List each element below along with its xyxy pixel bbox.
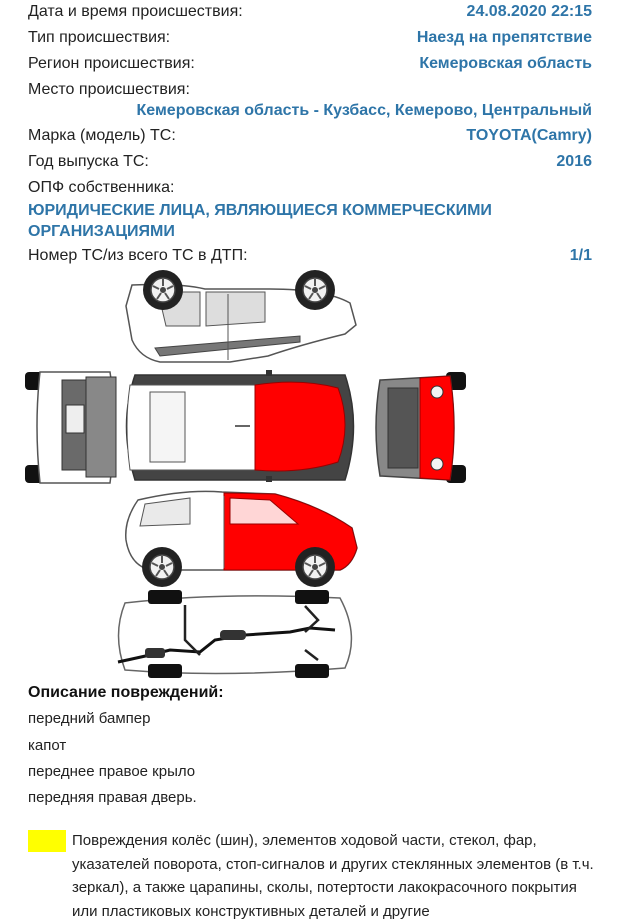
underbody-tire-front-top (295, 590, 329, 604)
top-view-roof (126, 384, 256, 471)
damage-item: передний бампер (28, 710, 151, 727)
rear-view-right-tire (25, 465, 45, 483)
damage-item: передняя правая дверь. (28, 789, 197, 806)
front-view-body (375, 375, 455, 481)
number-value: 1/1 (569, 247, 592, 264)
damage-item: переднее правое крыло (28, 763, 196, 780)
underbody-outline (117, 595, 353, 675)
right-side-front-damaged (223, 492, 358, 571)
top-view-hood-damaged (254, 381, 346, 472)
underbody-rear-muffler (145, 648, 165, 658)
damage-item: капот (28, 737, 67, 754)
front-view-bottom-tire (446, 465, 466, 483)
right-side-window-front (229, 497, 300, 525)
left-rear-wheel (142, 269, 184, 311)
damage-title: Описание повреждений: (28, 684, 224, 701)
rear-view-plate (65, 404, 85, 434)
front-view-headlight-top (430, 385, 444, 399)
brand-value: TOYOTA(Camry) (466, 127, 592, 144)
info-row-datetime: Дата и время происшествия: 24.08.2020 22… (28, 3, 592, 25)
type-value: Наезд на препятствие (416, 29, 592, 46)
underbody-front-suspension (304, 605, 320, 661)
place-label: Место происшествия: (28, 81, 190, 98)
number-label: Номер ТС/из всего ТС в ДТП: (28, 247, 248, 264)
car-underbody-view (117, 590, 353, 678)
info-row-number: Номер ТС/из всего ТС в ДТП: 1/1 (28, 247, 592, 269)
info-row-type: Тип происшествия: Наезд на препятствие (28, 29, 592, 51)
car-right-side-view (125, 490, 358, 588)
car-front-view (375, 372, 466, 483)
front-view-windshield (387, 387, 419, 469)
region-value: Кемеровская область (419, 55, 592, 72)
rear-view-window (61, 379, 106, 471)
underbody-rear-axle (183, 605, 201, 656)
year-label: Год выпуска ТС: (28, 153, 149, 170)
legend-text: Повреждения колёс (шин), элементов ходов… (72, 832, 594, 920)
left-side-window-rear (157, 291, 201, 327)
right-rear-wheel (141, 546, 183, 588)
rear-view-body (36, 371, 115, 484)
underbody-exhaust (117, 626, 336, 664)
car-rear-view (25, 371, 117, 484)
right-side-window-rear (139, 497, 191, 527)
left-side-window-front (205, 291, 266, 327)
type-label: Тип происшествия: (28, 29, 171, 46)
owner-label: ОПФ собственника: (28, 179, 175, 196)
underbody-tire-rear-top (148, 590, 182, 604)
car-top-view (125, 370, 355, 482)
region-label: Регион происшествия: (28, 55, 195, 72)
top-view-outline (125, 374, 355, 481)
legend-yellow-swatch (28, 830, 66, 852)
info-row-year: Год выпуска ТС: 2016 (28, 153, 592, 175)
rear-view-left-tire (25, 372, 45, 390)
info-row-region: Регион происшествия: Кемеровская область (28, 55, 592, 77)
underbody-muffler (220, 630, 246, 640)
top-view-windshield-rear (149, 391, 186, 463)
top-view-front-mirror (266, 476, 272, 482)
right-front-wheel (294, 546, 336, 588)
brand-label: Марка (модель) ТС: (28, 127, 176, 144)
left-side-body (125, 283, 357, 363)
left-side-sill (154, 335, 301, 357)
car-left-side-view (125, 269, 357, 363)
owner-value: ЮРИДИЧЕСКИЕ ЛИЦА, ЯВЛЯЮЩИЕСЯ КОММЕРЧЕСКИ… (28, 202, 492, 240)
rear-view-bumper (85, 376, 117, 478)
right-side-body (125, 490, 358, 571)
underbody-tire-front-bottom (295, 664, 329, 678)
front-view-bumper-damaged (419, 375, 455, 481)
datetime-value: 24.08.2020 22:15 (466, 3, 592, 20)
year-value: 2016 (556, 153, 592, 170)
top-view-rear-mirror (266, 370, 272, 376)
front-view-top-tire (446, 372, 466, 390)
datetime-label: Дата и время происшествия: (28, 3, 243, 20)
underbody-tire-rear-bottom (148, 664, 182, 678)
front-view-headlight-bottom (430, 457, 444, 471)
info-row-brand: Марка (модель) ТС: TOYOTA(Camry) (28, 127, 592, 149)
left-front-wheel (294, 269, 336, 311)
place-value: Кемеровская область - Кузбасс, Кемерово,… (136, 102, 592, 119)
